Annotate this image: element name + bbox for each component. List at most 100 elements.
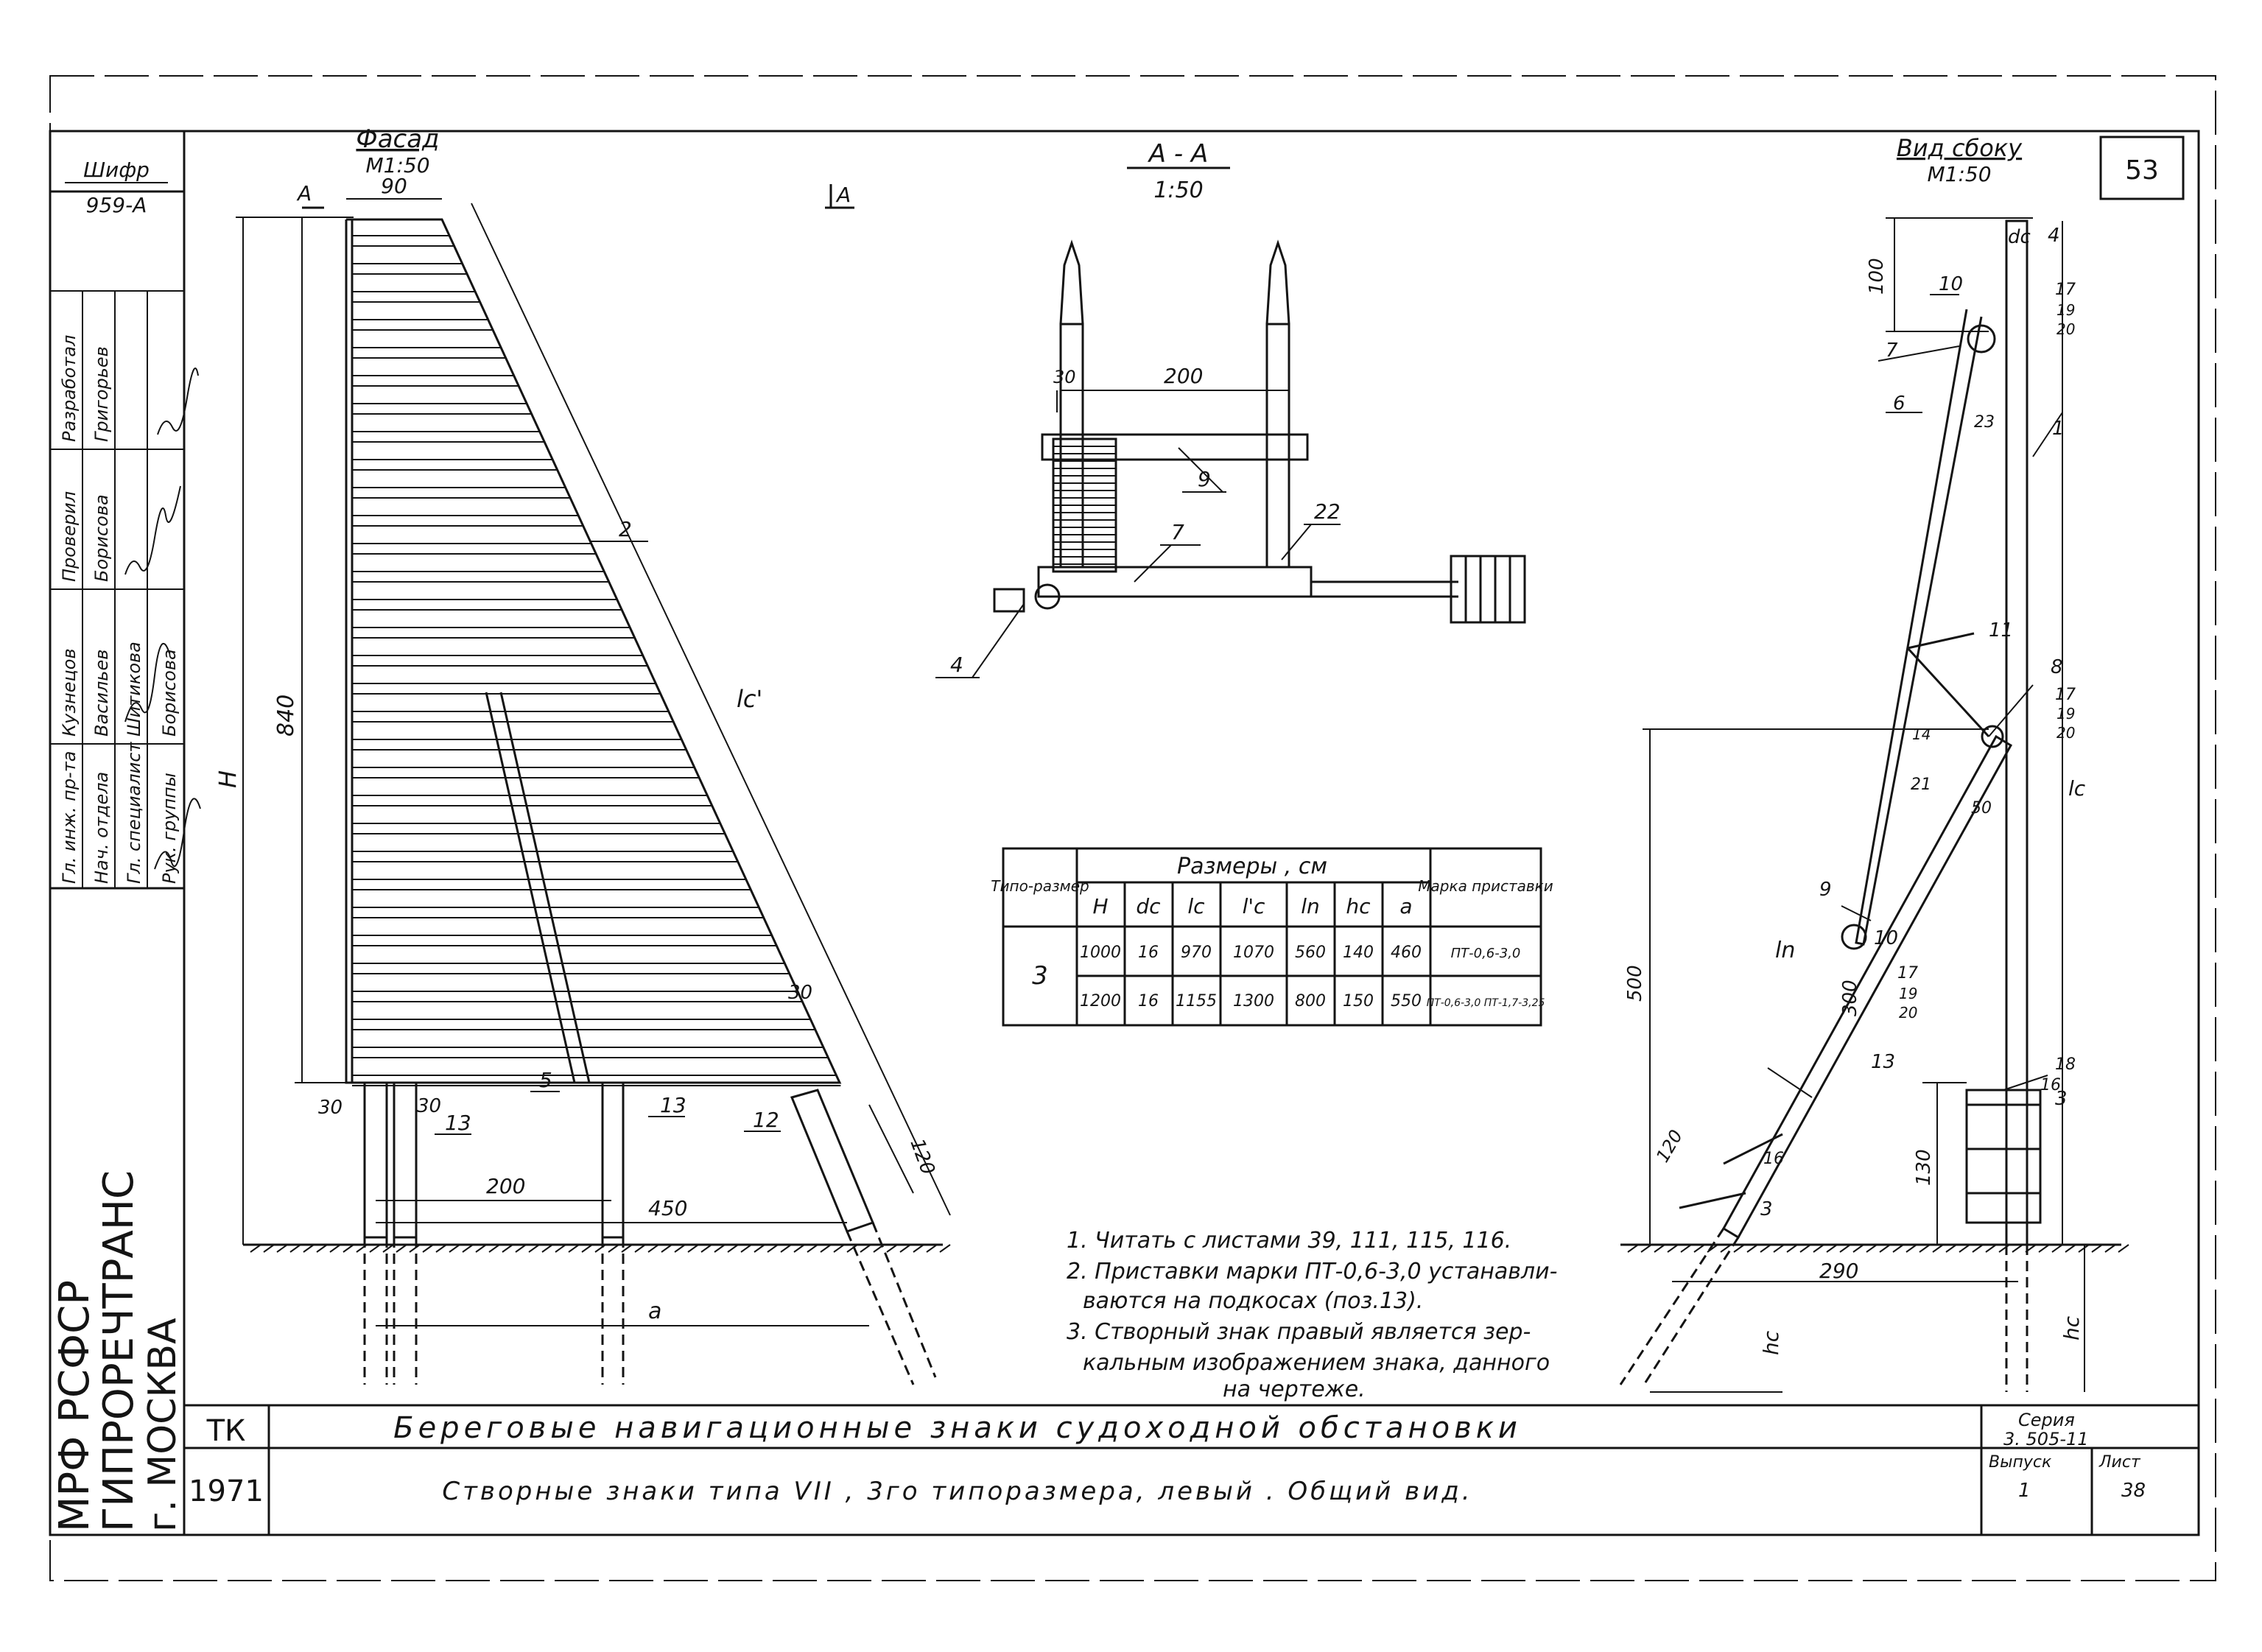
table-col-ln: ln xyxy=(1301,894,1320,918)
table-row1-dc: 16 xyxy=(1138,943,1159,962)
table-col-lc: lc xyxy=(1187,894,1205,918)
side-pos-6: 6 xyxy=(1893,393,1906,415)
side-pos-19a: 19 xyxy=(2056,301,2075,319)
table-row2-hc: 150 xyxy=(1343,992,1374,1010)
year-label: 1971 xyxy=(189,1475,264,1508)
table-col-h: H xyxy=(1092,894,1108,918)
signature-name-1: Кузнецов xyxy=(59,648,80,737)
org-line-3: г. МОСКВА xyxy=(141,1318,185,1532)
organization-stamp: МРФ РСФСР ГИПРОРЕЧТРАНС г. МОСКВА xyxy=(51,1170,185,1532)
table-col-type: Типо-размер xyxy=(991,877,1089,895)
side-dim-hc-left: hc xyxy=(1759,1330,1783,1355)
facade-dim-30-left: 30 xyxy=(318,1097,343,1119)
facade-pos-5: 5 xyxy=(539,1068,552,1092)
facade-title: Фасад xyxy=(356,124,439,154)
side-pos-10a: 10 xyxy=(1939,273,1963,295)
side-dim-100: 100 xyxy=(1866,258,1888,295)
table-col-dc: dc xyxy=(1136,894,1161,918)
signature-name-3: Шитикова xyxy=(124,642,144,737)
side-pos-13: 13 xyxy=(1871,1051,1895,1073)
side-dim-dc: dc xyxy=(2008,226,2031,248)
side-pos-3b: 3 xyxy=(2055,1088,2068,1110)
side-pos-10b: 10 xyxy=(1874,927,1898,949)
side-title: Вид сбоку xyxy=(1897,134,2023,162)
note-line-3: ваются на подкосах (поз.13). xyxy=(1083,1288,1423,1314)
side-scale: М1:50 xyxy=(1927,162,1991,186)
table-row2-dc: 16 xyxy=(1138,992,1159,1010)
issue-label: Выпуск xyxy=(1989,1453,2052,1472)
side-pos-19c: 19 xyxy=(1899,985,1917,1002)
series-label: Серия xyxy=(2018,1410,2075,1430)
side-dim-lc: lc xyxy=(2068,776,2086,801)
series-value: 3. 505-11 xyxy=(2003,1429,2089,1449)
table-row1-hc: 140 xyxy=(1343,943,1374,962)
sheet-value: 38 xyxy=(2121,1480,2146,1502)
note-line-1: 1. Читать с листами 39, 111, 115, 116. xyxy=(1067,1228,1511,1254)
side-dim-hc-right: hc xyxy=(2059,1315,2084,1340)
facade-dim-lc: lc' xyxy=(737,685,762,713)
table-row2-a: 550 xyxy=(1391,992,1422,1010)
notes-block: 1. Читать с листами 39, 111, 115, 116. 2… xyxy=(1067,1228,1557,1402)
facade-pos-2: 2 xyxy=(619,517,632,541)
side-pos-7: 7 xyxy=(1886,340,1898,362)
note-line-4: 3. Створный знак правый является зер- xyxy=(1067,1319,1531,1345)
side-pos-16a: 16 xyxy=(1763,1150,1784,1168)
facade-dim-30-b: 30 xyxy=(788,982,812,1004)
section-pos-7: 7 xyxy=(1171,520,1184,544)
section-mark-left: А xyxy=(296,181,312,205)
side-pos-1: 1 xyxy=(2052,418,2065,440)
facade-view: Фасад М1:50 xyxy=(214,124,951,1385)
signature-role-6: Разработал xyxy=(59,335,80,442)
facade-dim-200: 200 xyxy=(486,1174,525,1198)
signature-role-3: Гл. специалист xyxy=(124,742,144,884)
section-pos-9: 9 xyxy=(1198,467,1211,491)
facade-dim-450: 450 xyxy=(648,1196,687,1220)
signature-name-4: Борисова xyxy=(159,649,180,737)
facade-dim-840: 840 xyxy=(273,695,299,737)
table-group-header: Размеры , см xyxy=(1177,854,1327,879)
side-pos-17a: 17 xyxy=(2055,281,2076,299)
signature-role-5: Проверил xyxy=(59,491,80,582)
org-line-2: ГИПРОРЕЧТРАНС xyxy=(95,1170,143,1532)
side-pos-18: 18 xyxy=(2055,1055,2076,1074)
table-row1-lc-prime: 1070 xyxy=(1233,943,1274,962)
side-pos-19b: 19 xyxy=(2056,705,2075,723)
side-pos-21: 21 xyxy=(1911,776,1931,794)
side-dim-ln: ln xyxy=(1775,938,1795,963)
table-row1-a: 460 xyxy=(1391,943,1422,962)
issue-value: 1 xyxy=(2018,1480,2031,1502)
side-pos-20a: 20 xyxy=(2056,320,2075,338)
side-pos-4: 4 xyxy=(2048,225,2060,247)
side-view: Вид сбоку М1:50 xyxy=(1619,134,2129,1393)
main-title: Береговые навигационные знаки судоходной… xyxy=(393,1411,1522,1445)
facade-dim-h: H xyxy=(214,770,242,788)
section-dim-200: 200 xyxy=(1164,364,1203,388)
sheet-number-box: 53 xyxy=(2099,136,2185,200)
tk-label: ТК xyxy=(206,1414,246,1448)
side-pos-17c: 17 xyxy=(1897,964,1918,983)
side-pos-17b: 17 xyxy=(2055,686,2076,704)
table-row1-h: 1000 xyxy=(1080,943,1121,962)
facade-pos-13a: 13 xyxy=(445,1111,471,1135)
side-dim-300: 300 xyxy=(1839,980,1861,1016)
cipher-label: Шифр xyxy=(83,158,150,182)
note-line-5: кальным изображением знака, данного xyxy=(1083,1350,1550,1376)
table-type-value: 3 xyxy=(1032,961,1048,991)
sheet-frame xyxy=(49,75,2216,1581)
cipher-block: Шифр 959-А xyxy=(65,158,168,217)
subtitle: Створные знаки типа VII , 3го типоразмер… xyxy=(442,1477,1472,1506)
table-col-hc: hc xyxy=(1346,894,1371,918)
signature-role-4: Рук. группы xyxy=(159,773,180,884)
side-pos-20c: 20 xyxy=(1899,1004,1917,1022)
cipher-value: 959-А xyxy=(86,193,147,217)
sheet-number: 53 xyxy=(2125,155,2159,186)
note-line-6: на чертеже. xyxy=(1223,1377,1366,1402)
dimensions-table: Размеры , см Типо-размер Марка приставки… xyxy=(991,847,1553,1027)
table-col-lc-prime: l'c xyxy=(1243,894,1265,918)
side-pos-11: 11 xyxy=(1989,619,2013,642)
signature-role-2: Нач. отдела xyxy=(91,772,112,884)
table-row2-h: 1200 xyxy=(1080,992,1121,1010)
facade-dim-120: 120 xyxy=(905,1136,938,1178)
signature-block: Гл. инж. пр-та Кузнецов Нач. отдела Васи… xyxy=(50,290,201,888)
table-row2-lc: 1155 xyxy=(1176,992,1217,1010)
